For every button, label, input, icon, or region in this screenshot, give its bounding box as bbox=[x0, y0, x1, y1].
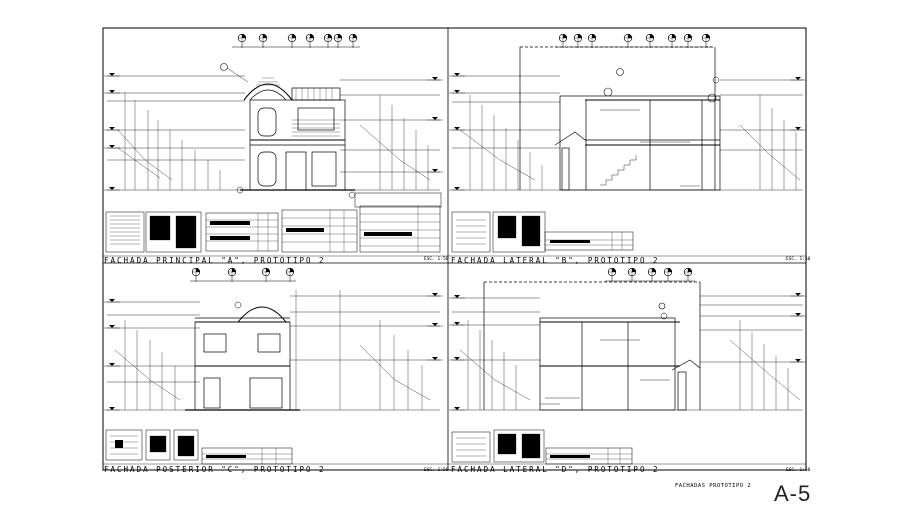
scale-front-elevation: ESC. 1:50 bbox=[424, 257, 449, 262]
scale-rear-elevation: ESC. 1:50 bbox=[424, 468, 449, 473]
sheet-title: FACHADAS PROTOTIPO 2 bbox=[675, 483, 752, 489]
caption-rear-elevation: FACHADA POSTERIOR "C", PROTOTIPO 2 bbox=[104, 465, 326, 474]
elevation-rear-c bbox=[103, 267, 444, 465]
caption-lateral-b-elevation: FACHADA LATERAL "B", PROTOTIPO 2 bbox=[451, 256, 660, 265]
elevation-front-a bbox=[103, 33, 444, 253]
elevation-lateral-d bbox=[448, 267, 807, 465]
sheet-number: A-5 bbox=[774, 481, 812, 506]
scale-lateral-b-elevation: ESC. 1:50 bbox=[786, 257, 811, 262]
elevation-lateral-b bbox=[448, 33, 807, 253]
sheet-border bbox=[102, 27, 807, 471]
caption-front-elevation: FACHADA PRINCIPAL "A", PROTOTIPO 2 bbox=[104, 256, 326, 265]
caption-lateral-d-elevation: FACHADA LATERAL "D", PROTOTIPO 2 bbox=[451, 465, 660, 474]
scale-lateral-d-elevation: ESC. 1:50 bbox=[786, 468, 811, 473]
